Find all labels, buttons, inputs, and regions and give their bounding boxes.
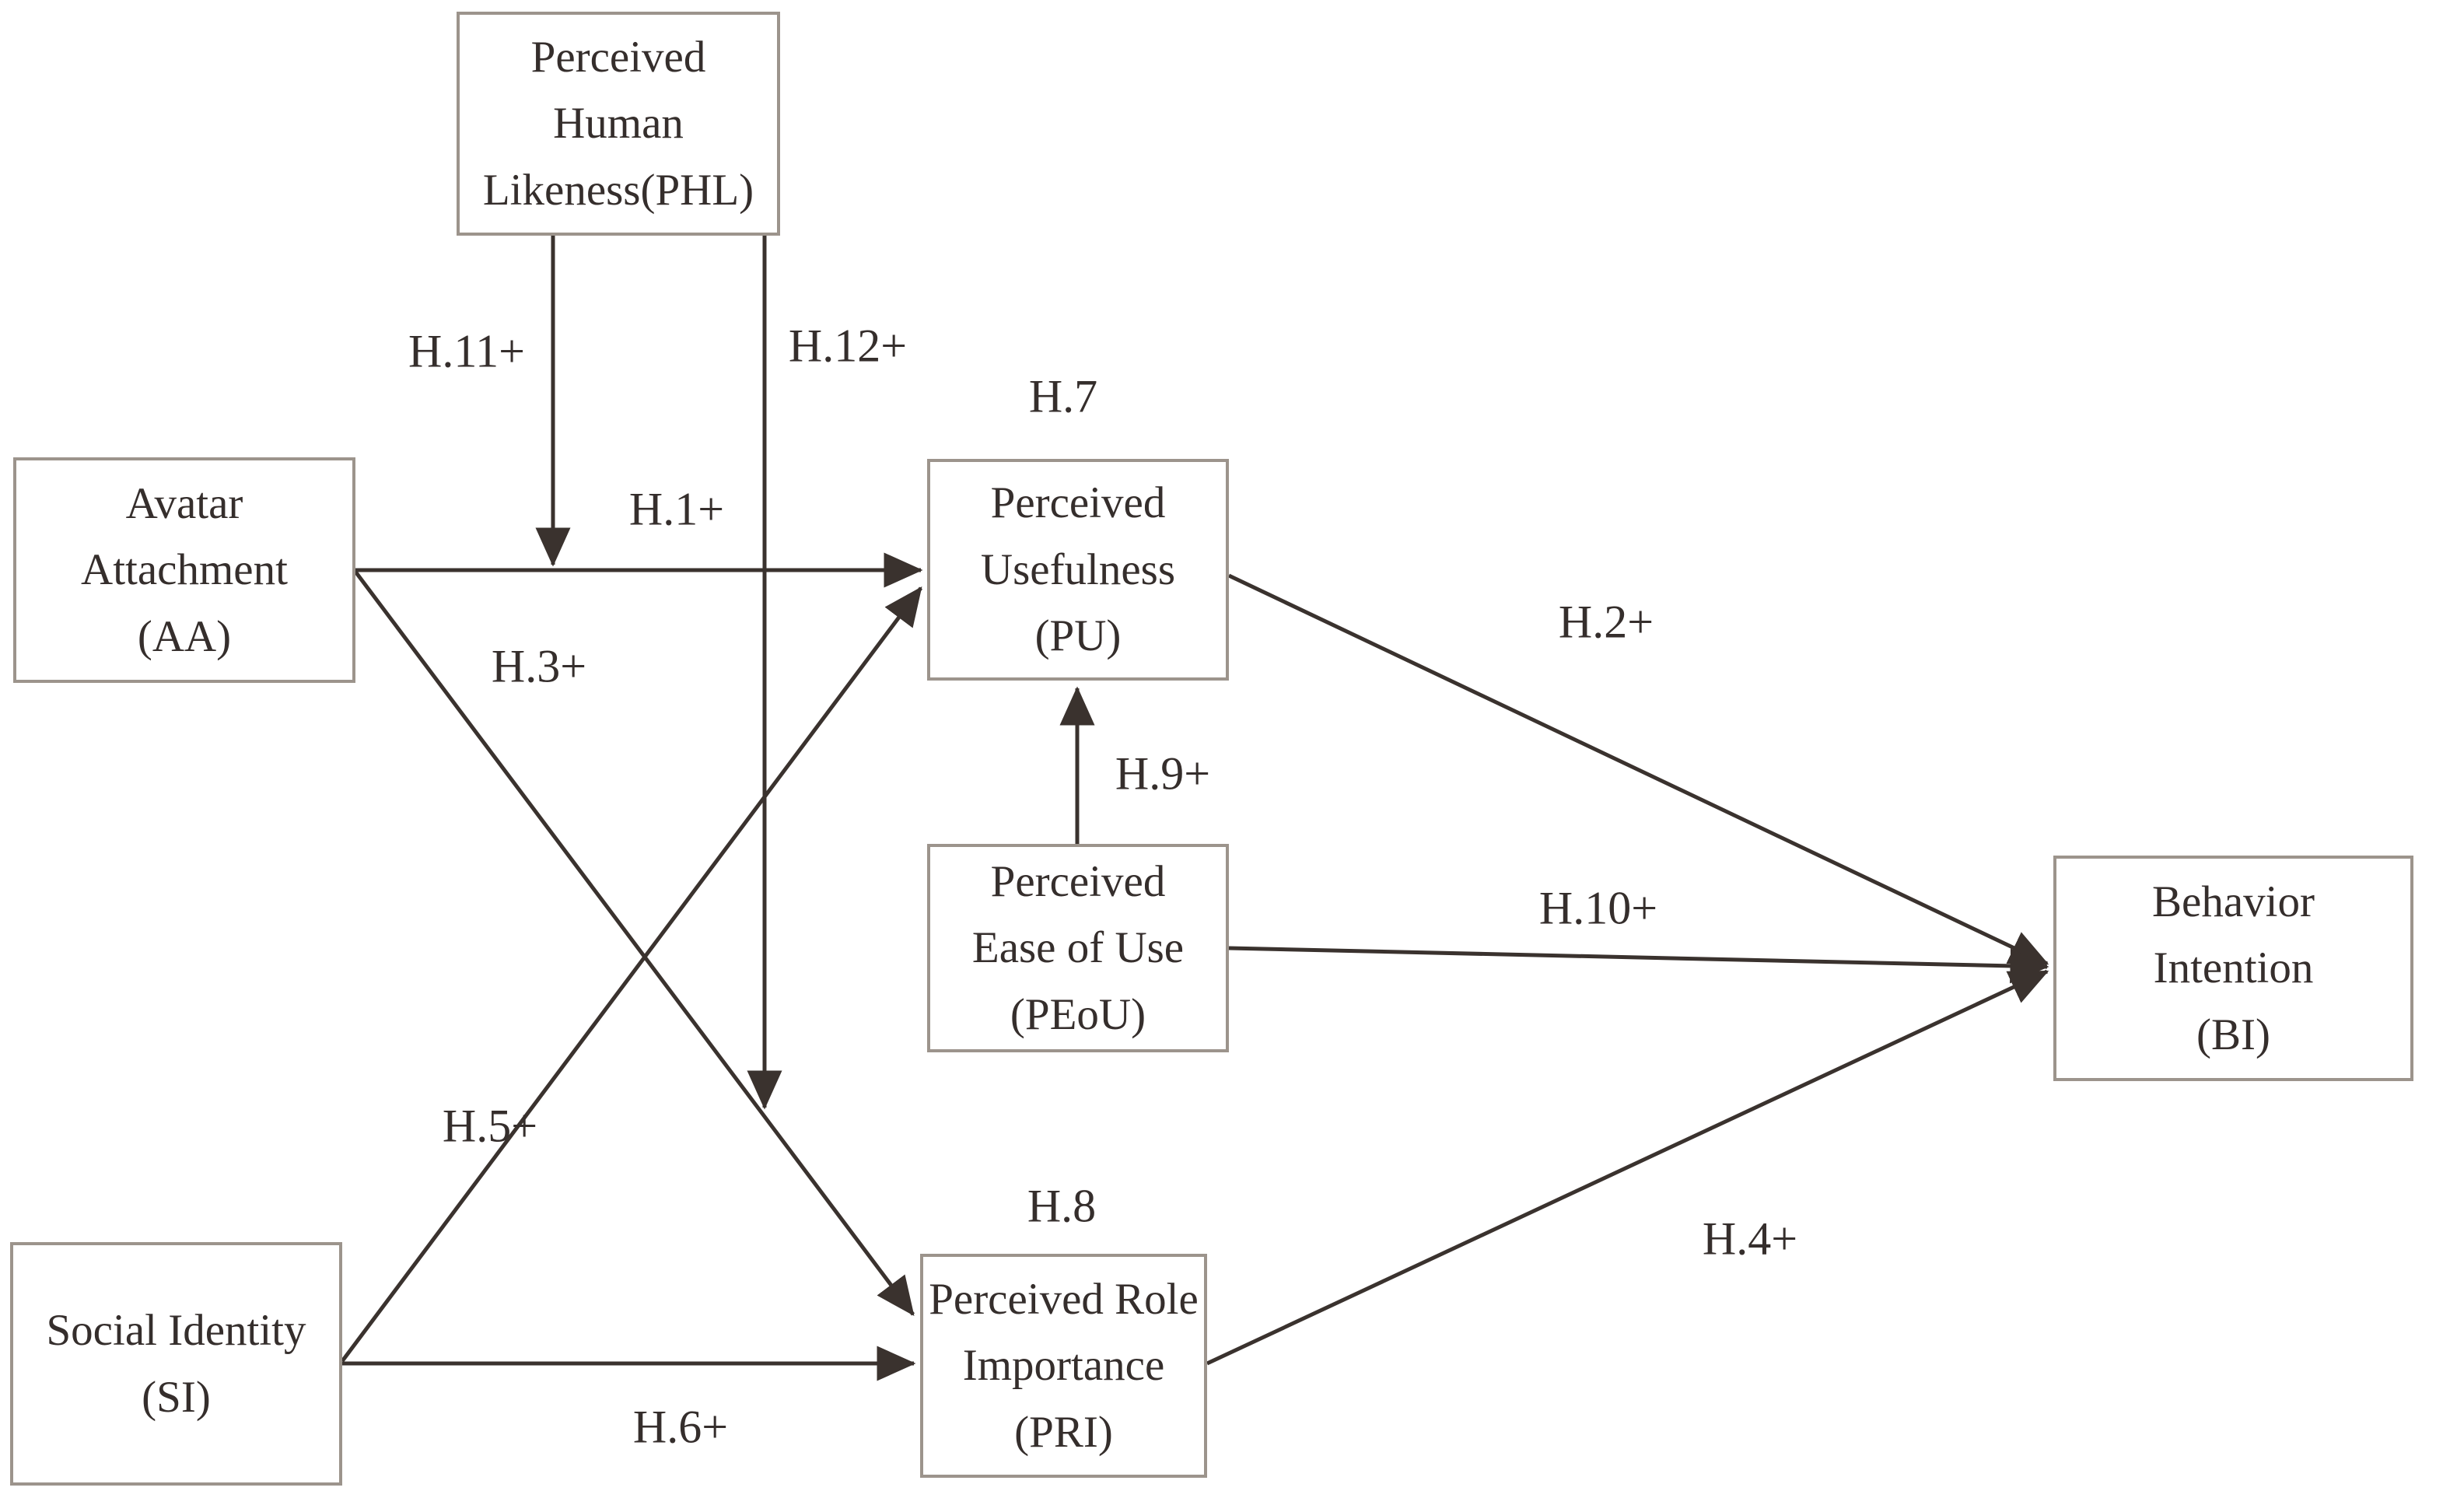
node-behavior-intention: Behavior Intention (BI) (2053, 856, 2413, 1081)
node-perceived-ease-of-use: Perceived Ease of Use (PEoU) (927, 844, 1229, 1052)
hypothesis-label-h11: H.11+ (408, 325, 525, 377)
node-perceived-human-likeness: Perceived Human Likeness(PHL) (457, 12, 780, 236)
edge-h5-arrow (340, 586, 923, 1363)
edge-h3-arrow (354, 570, 915, 1316)
node-perceived-role-importance: Perceived Role Importance (PRI) (920, 1254, 1207, 1478)
node-social-identity: Social Identity (SI) (10, 1242, 342, 1486)
edge-h4-arrow (1206, 969, 2049, 1366)
edge-h10-arrow (1228, 946, 2049, 984)
hypothesis-label-h8: H.8 (1027, 1180, 1097, 1232)
hypothesis-label-h6: H.6+ (632, 1401, 729, 1453)
hypothesis-label-h2: H.2+ (1558, 596, 1654, 648)
edge-h2-arrow (1227, 573, 2049, 966)
hypothesis-label-h9: H.9+ (1115, 747, 1211, 800)
node-avatar-attachment: Avatar Attachment (AA) (13, 457, 355, 683)
hypothesis-label-h12: H.12+ (788, 320, 908, 372)
node-perceived-usefulness: Perceived Usefulness (PU) (927, 459, 1229, 681)
hypothesis-label-h1: H.1+ (628, 483, 725, 535)
hypothesis-label-h7: H.7 (1028, 370, 1098, 422)
hypothesis-label-h4: H.4+ (1702, 1213, 1798, 1265)
hypothesis-label-h3: H.3+ (491, 640, 587, 692)
hypothesis-label-h5: H.5+ (442, 1100, 538, 1152)
hypothesis-label-h10: H.10+ (1538, 882, 1658, 934)
